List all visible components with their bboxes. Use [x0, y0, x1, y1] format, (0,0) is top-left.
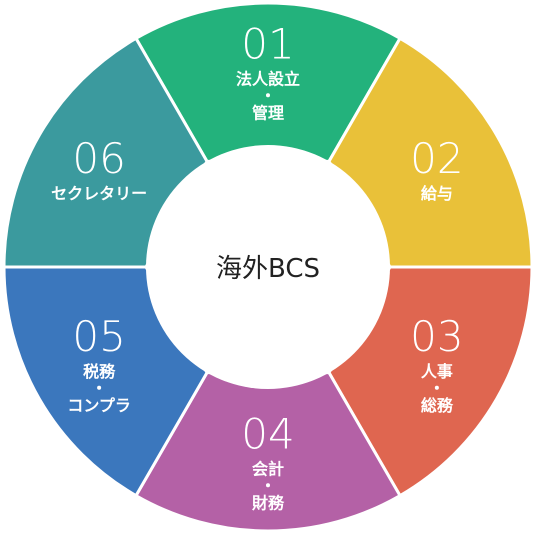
segment-label-line: ・	[91, 379, 107, 398]
segment-label-line: ・	[429, 379, 445, 398]
segment-label-line: コンプラ	[67, 396, 131, 415]
segment-label-line: 人事	[421, 362, 453, 381]
segment-label-line: 財務	[252, 494, 285, 513]
segment-label-line: 給与	[421, 184, 453, 203]
segment-label-line: 税務	[83, 362, 116, 381]
segment-label-line: セクレタリー	[51, 184, 147, 203]
segment-label-line: 法人設立	[236, 70, 300, 89]
segment-number: 05	[72, 312, 125, 361]
segment-label-line: 会計	[252, 460, 284, 479]
segment-label-line: ・	[260, 477, 276, 496]
center-circle	[146, 145, 390, 389]
segment-05	[2, 265, 209, 498]
segment-01	[134, 1, 402, 163]
segment-06	[2, 36, 209, 269]
segment-number: 02	[410, 134, 463, 183]
segment-label-line: 総務	[421, 396, 454, 415]
segment-label-line: 管理	[252, 104, 284, 123]
segment-number: 01	[241, 20, 294, 69]
segment-number: 06	[72, 134, 125, 183]
segment-04	[134, 371, 402, 533]
segment-number: 04	[241, 410, 294, 459]
segment-label-line: ・	[260, 87, 276, 106]
segment-03	[327, 265, 534, 498]
center-label: 海外BCS	[216, 254, 320, 284]
segment-02	[327, 36, 534, 269]
segment-number: 03	[410, 312, 463, 361]
labels-layer: 01法人設立・管理02給与03人事・総務04会計・財務05税務・コンプラ06セク…	[51, 20, 464, 513]
